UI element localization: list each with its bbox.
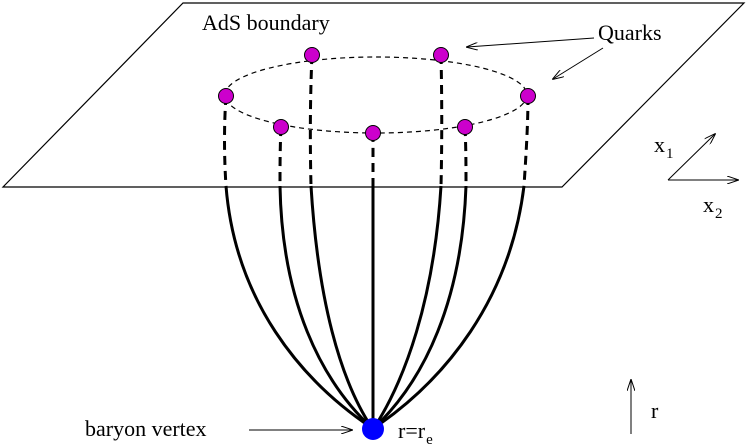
quark-1 <box>218 88 234 104</box>
x2-label: x2 <box>703 192 723 222</box>
baryon-vertex-label: baryon vertex <box>85 416 207 441</box>
string-6-solid <box>372 185 468 430</box>
string-1-solid <box>224 185 373 430</box>
string-2-solid <box>278 185 374 430</box>
ads-boundary-plane <box>1 2 746 188</box>
string-7-dashed <box>522 95 530 187</box>
r-equals-re-label: r=re <box>398 418 433 444</box>
baryon-vertex-dot <box>362 418 384 440</box>
quark-2 <box>273 119 289 135</box>
quark-4 <box>365 125 381 141</box>
x1-axis-arrow <box>667 134 715 181</box>
string-5-dashed <box>439 54 444 187</box>
string-6-dashed <box>463 126 468 187</box>
quarks-arrow-2 <box>553 47 604 79</box>
x1-label: x1 <box>654 132 674 162</box>
quarks-arrow-1 <box>467 37 595 47</box>
quark-7 <box>520 88 536 104</box>
string-5-solid <box>372 185 443 429</box>
quark-6 <box>457 119 473 135</box>
quarks <box>218 47 536 141</box>
string-3-dashed <box>308 54 314 187</box>
string-2-dashed <box>278 126 283 187</box>
string-3-solid <box>309 185 374 429</box>
ads-boundary-label: AdS boundary <box>202 10 330 35</box>
quark-5 <box>433 47 449 63</box>
strings <box>223 54 530 430</box>
quark-3 <box>304 47 320 63</box>
string-7-solid <box>373 185 526 430</box>
string-1-dashed <box>223 95 228 187</box>
r-axis-label: r <box>651 398 659 423</box>
quark-ring <box>224 56 528 134</box>
quarks-label: Quarks <box>598 20 662 45</box>
